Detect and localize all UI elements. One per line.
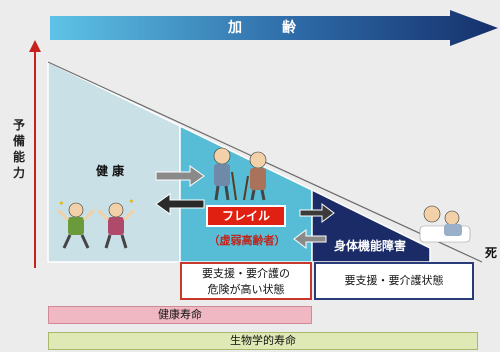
biological-lifespan-bar: 生物学的寿命	[48, 332, 478, 350]
healthy-life-expectancy-bar: 健康寿命	[48, 306, 312, 324]
bedridden-elderly-illustration	[419, 205, 471, 243]
reserve-char-1: 予	[12, 118, 25, 132]
high-risk-line-1: 要支援・要介護の	[202, 267, 290, 280]
frail-label-box: フレイル	[206, 205, 286, 227]
arrow-healthy-to-frail	[155, 165, 205, 187]
frail-elderly-illustration	[213, 147, 267, 201]
death-label: 死	[485, 246, 498, 260]
aging-arrow	[50, 10, 498, 46]
reserve-axis-arrow	[29, 40, 41, 268]
reserve-char-3: 能	[12, 150, 25, 164]
reserve-char-4: 力	[12, 166, 25, 180]
frail-sub-label: （虚弱高齢者）	[208, 234, 286, 247]
arrow-frail-to-disability	[299, 203, 335, 223]
aging-label-2: 齢	[282, 20, 298, 36]
arrow-frail-to-healthy	[155, 193, 205, 215]
healthy-elderly-illustration: ✦ ✦	[56, 197, 136, 249]
arrow-disability-to-frail	[293, 229, 327, 249]
reserve-char-2: 備	[12, 134, 25, 148]
svg-text:✦: ✦	[58, 199, 65, 208]
high-risk-line-2: 危険が高い状態	[207, 283, 285, 296]
high-risk-care-box: 要支援・要介護の 危険が高い状態	[180, 262, 312, 300]
stage-disability-label: 身体機能障害	[334, 239, 407, 253]
stage-healthy-label: 健 康	[96, 164, 125, 178]
support-care-state-box: 要支援・要介護状態	[314, 262, 474, 300]
svg-text:✦: ✦	[128, 197, 135, 206]
aging-label-1: 加	[228, 20, 244, 36]
